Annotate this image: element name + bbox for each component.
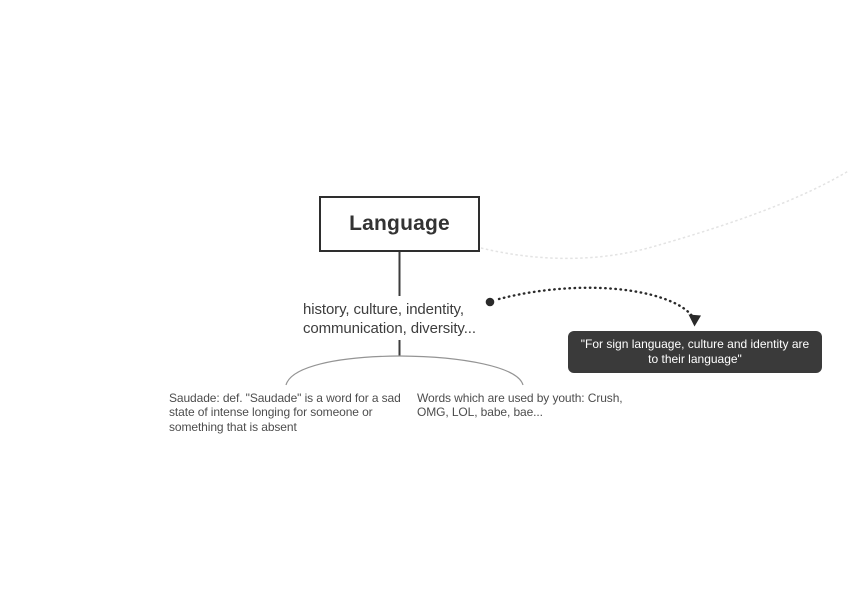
node-note-saudade[interactable]: Saudade: def. "Saudade" is a word for a … — [169, 391, 409, 434]
note-saudade-line-2: state of intense longing for someone or — [169, 405, 373, 420]
note-youth-line-2: OMG, LOL, babe, bae... — [417, 405, 543, 420]
node-note-youth-words[interactable]: Words which are used by youth: Crush, OM… — [417, 391, 642, 420]
children-brace-connector — [285, 355, 524, 386]
node-idea-topics[interactable]: history, culture, indentity, communicati… — [303, 300, 493, 338]
note-saudade-line-3: something that is absent — [169, 419, 297, 434]
node-quote[interactable]: "For sign language, culture and identity… — [568, 331, 822, 373]
quote-arrow-connector — [497, 286, 695, 319]
faded-offscreen-connector — [480, 170, 848, 260]
note-youth-line-1: Words which are used by youth: Crush, — [417, 391, 623, 405]
quote-line-2: to their language" — [648, 351, 742, 366]
note-saudade-line-1: Saudade: def. "Saudade" is a word for a … — [169, 391, 401, 405]
node-language[interactable]: Language — [319, 196, 480, 252]
arrow-head-icon — [688, 314, 701, 327]
quote-line-1: "For sign language, culture and identity… — [580, 337, 810, 351]
idea-line-1: history, culture, indentity, — [303, 301, 464, 318]
idea-line-2: communication, diversity... — [303, 320, 476, 337]
root-node-label: Language — [349, 212, 450, 235]
